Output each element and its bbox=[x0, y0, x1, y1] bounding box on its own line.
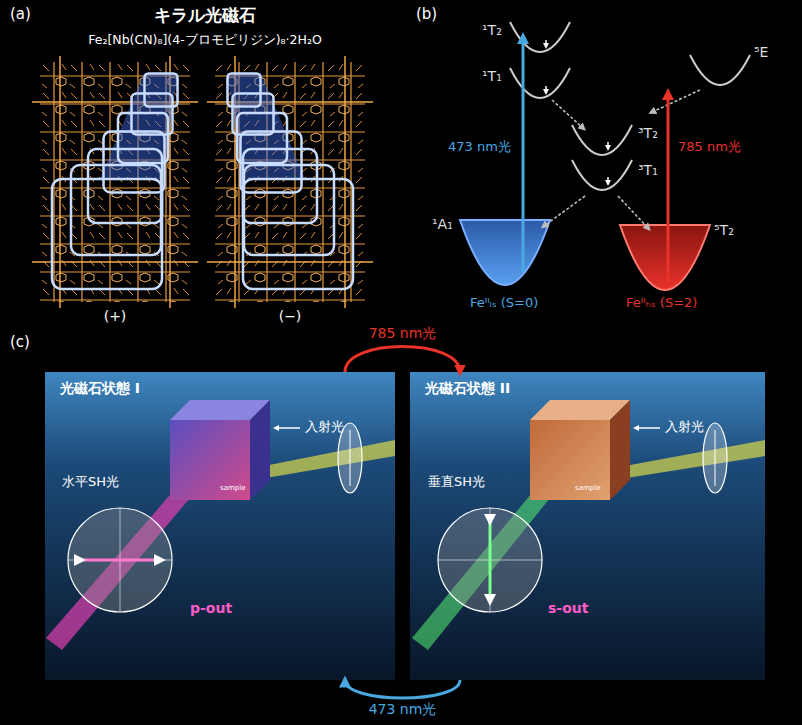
state-panel-bg bbox=[45, 372, 395, 680]
svg-line bbox=[607, 142, 609, 148]
polarization-circle bbox=[68, 508, 172, 612]
beam-label: 入射光 bbox=[305, 420, 344, 435]
nonradiative-arrows bbox=[544, 90, 700, 228]
cube-side bbox=[250, 400, 270, 500]
cube-front bbox=[170, 420, 250, 500]
chirality-label: (+) bbox=[104, 308, 127, 324]
polarizer-axis bbox=[715, 430, 716, 486]
direction-arrow bbox=[276, 427, 300, 429]
svg-path bbox=[572, 125, 632, 155]
excitation-arrow bbox=[667, 94, 670, 282]
polarization-circle bbox=[438, 508, 542, 612]
polarization-label: p-out bbox=[190, 600, 232, 616]
wavelength-label: 785 nm光 bbox=[366, 325, 440, 341]
wavelength-label: 785 nm光 bbox=[678, 140, 741, 155]
state-term: ⁵E bbox=[754, 44, 768, 60]
svg-line bbox=[618, 196, 648, 228]
state-panel: 光磁石状態 I 入射光水平SH光 p-out sample bbox=[45, 372, 395, 680]
polarization-direction bbox=[489, 520, 492, 600]
sample-label: sample bbox=[575, 484, 600, 492]
chirality-label: (−) bbox=[279, 308, 302, 324]
svg-path bbox=[690, 55, 750, 85]
cube-side bbox=[610, 400, 630, 500]
beam-label: 垂直SH光 bbox=[428, 475, 485, 490]
crystal-structure bbox=[32, 56, 198, 308]
state-term: ³T₁ bbox=[638, 162, 658, 178]
svg-line bbox=[545, 86, 547, 92]
sh-beam bbox=[412, 488, 550, 650]
state-panel: 光磁石状態 II 入射光垂直SH光 s-out sample bbox=[410, 372, 765, 680]
spin-state-label: Feᴵᴵₕₛ (S=2) bbox=[626, 296, 697, 311]
state-term: ¹T₂ bbox=[482, 22, 502, 38]
state-panel-bg bbox=[410, 372, 765, 680]
svg-line bbox=[545, 40, 547, 46]
state-term: ¹T₁ bbox=[482, 68, 502, 84]
polarizer-axis bbox=[350, 430, 351, 486]
state-title: 光磁石状態 II bbox=[425, 380, 510, 396]
state-term: ³T₂ bbox=[638, 125, 658, 141]
beam-label: 入射光 bbox=[665, 420, 704, 435]
polarization-direction bbox=[80, 559, 160, 562]
spin-state-label: Feᴵᴵₗₛ (S=0) bbox=[470, 296, 538, 311]
sample-label: sample bbox=[220, 484, 245, 492]
svg-line bbox=[544, 196, 585, 226]
panel-letter: (c) bbox=[10, 334, 30, 351]
svg-path bbox=[510, 22, 570, 52]
transition-arrow bbox=[345, 347, 460, 373]
svg-line bbox=[607, 177, 609, 183]
ls-ground-curve bbox=[460, 220, 550, 285]
transition-arrow bbox=[345, 680, 460, 698]
sh-beam bbox=[46, 488, 190, 650]
hs-ground-curve bbox=[620, 225, 710, 290]
relax-arrows bbox=[546, 40, 608, 183]
wavelength-label: 473 nm光 bbox=[366, 701, 440, 717]
polarizer bbox=[703, 423, 727, 493]
wavelength-label: 473 nm光 bbox=[448, 140, 511, 155]
svg-line bbox=[652, 90, 700, 112]
panel-letter: (a) bbox=[10, 6, 31, 23]
chemical-formula: Fe₂[Nb(CN)₈](4-ブロモピリジン)₈·2H₂O bbox=[88, 33, 322, 47]
panel-letter: (b) bbox=[416, 6, 437, 23]
energy-curves bbox=[510, 22, 750, 190]
state-term: ⁵T₂ bbox=[714, 222, 734, 238]
cube-front bbox=[530, 420, 610, 500]
incident-beam bbox=[254, 440, 395, 480]
state-title: 光磁石状態 I bbox=[60, 380, 140, 396]
direction-arrow bbox=[636, 427, 660, 429]
crystal-structure bbox=[207, 56, 373, 308]
excitation-arrow bbox=[522, 38, 525, 272]
svg-path bbox=[510, 68, 570, 98]
beam-label: 水平SH光 bbox=[62, 475, 119, 490]
polarization-label: s-out bbox=[548, 600, 588, 616]
polarization-axes bbox=[68, 508, 172, 612]
panel-title: キラル光磁石 bbox=[154, 6, 256, 26]
incident-beam bbox=[614, 440, 765, 480]
state-term: ¹A₁ bbox=[432, 216, 453, 232]
svg-path bbox=[572, 160, 632, 190]
polarization-axes bbox=[438, 508, 542, 612]
svg-line bbox=[552, 100, 583, 128]
